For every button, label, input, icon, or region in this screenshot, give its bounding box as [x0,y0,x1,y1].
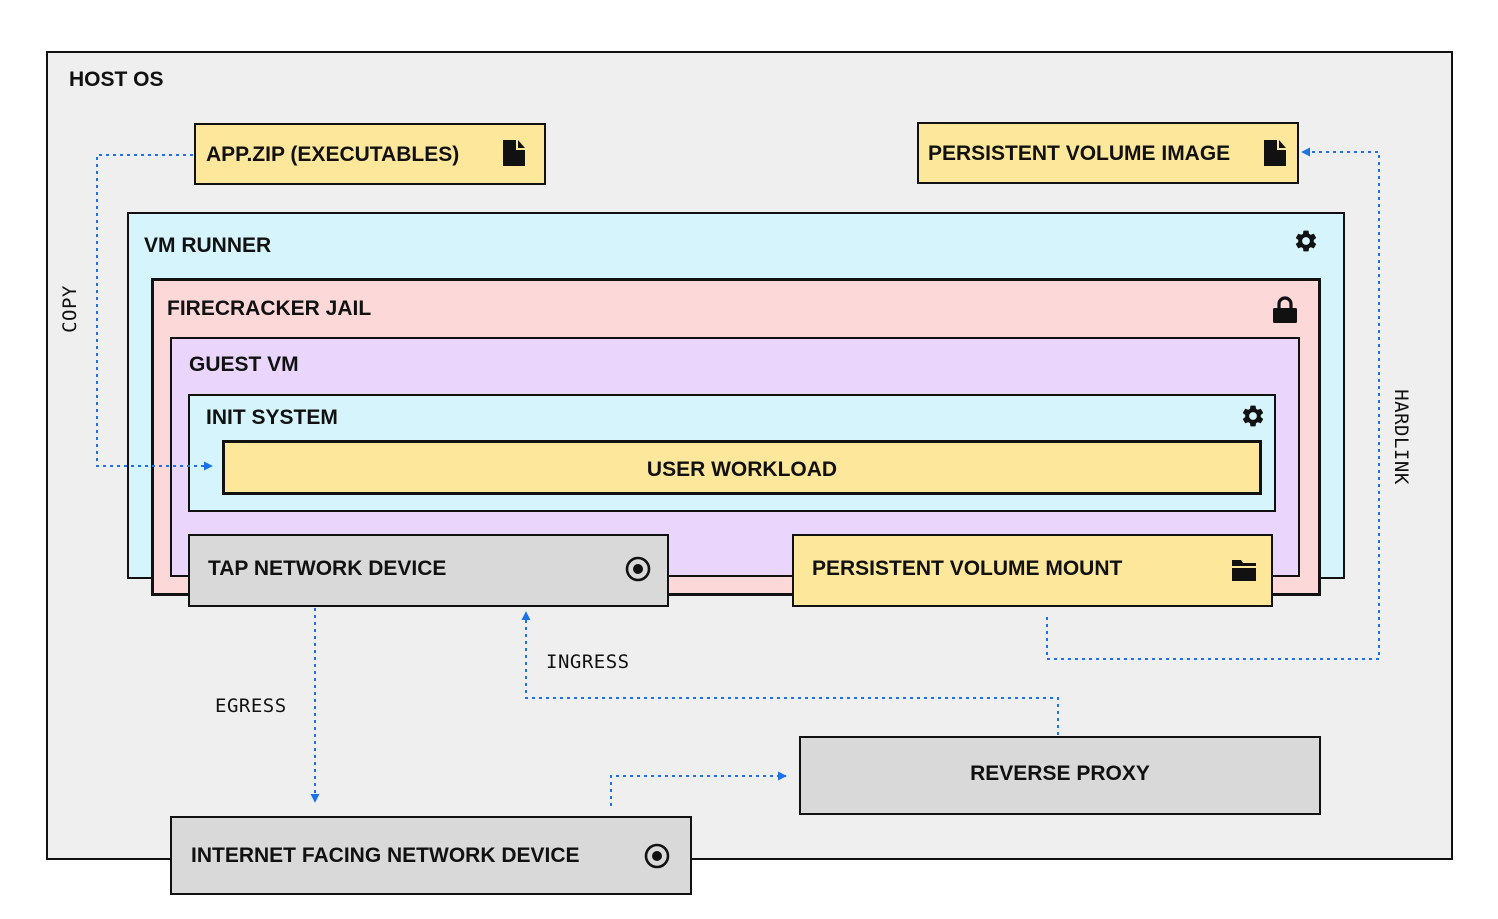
firecracker-jail-label: FIRECRACKER JAIL [167,297,372,320]
internet-facing-device-label: INTERNET FACING NETWORK DEVICE [191,844,580,867]
reverse-proxy-box [799,736,1321,815]
target-icon [625,556,651,582]
copy-edge-label: COPY [58,285,81,333]
ingress-edge-label: INGRESS [546,651,630,673]
lock-icon [1273,296,1297,323]
user-workload-label: USER WORKLOAD [646,458,838,481]
egress-edge-label: EGRESS [215,695,287,717]
hardlink-edge-label: HARDLINK [1389,389,1412,485]
gear-icon [1242,405,1264,427]
file-icon [1264,140,1286,166]
volume-image-label: PERSISTENT VOLUME IMAGE [928,142,1231,165]
folder-icon [1232,560,1256,581]
tap-network-device-label: TAP NETWORK DEVICE [208,557,447,580]
app-zip-box [194,123,546,185]
target-icon [644,843,670,869]
guest-vm-label: GUEST VM [189,353,299,376]
app-zip-label: APP.ZIP (EXECUTABLES) [206,143,460,166]
volume-mount-label: PERSISTENT VOLUME MOUNT [812,557,1123,580]
host-os-label: HOST OS [69,68,164,91]
file-icon [503,140,525,166]
internet-facing-device-box [170,816,692,895]
tap-network-device-box [188,534,669,607]
vm-runner-label: VM RUNNER [144,234,272,257]
gear-icon [1295,230,1317,252]
init-system-label: INIT SYSTEM [206,406,338,429]
reverse-proxy-label: REVERSE PROXY [970,762,1150,785]
